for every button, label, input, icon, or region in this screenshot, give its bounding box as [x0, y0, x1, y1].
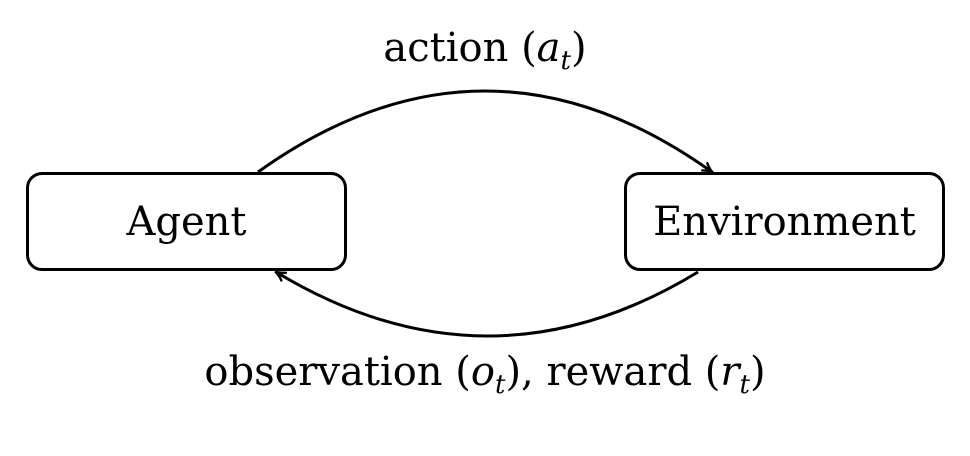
- action-subscript: t: [560, 46, 571, 76]
- action-arrow: [257, 89, 712, 172]
- reward-variable: r: [720, 349, 740, 395]
- agent-node: Agent: [26, 172, 347, 271]
- observation-close-paren: ): [749, 349, 766, 395]
- action-variable: a: [536, 25, 561, 71]
- reward-subscript: t: [739, 370, 750, 400]
- observation-subscript: t: [494, 370, 506, 400]
- observation-text: observation (: [204, 349, 471, 395]
- reward-text: ), reward (: [505, 349, 721, 395]
- observation-variable: o: [470, 349, 495, 395]
- feedback-arrow: [276, 272, 699, 338]
- environment-label: Environment: [653, 198, 916, 245]
- environment-node: Environment: [624, 172, 945, 271]
- agent-label: Agent: [126, 198, 247, 245]
- action-text: action (: [383, 25, 537, 71]
- action-label: action (at): [0, 25, 970, 74]
- observation-reward-label: observation (ot), reward (rt): [0, 349, 970, 398]
- action-close-paren: ): [570, 25, 587, 71]
